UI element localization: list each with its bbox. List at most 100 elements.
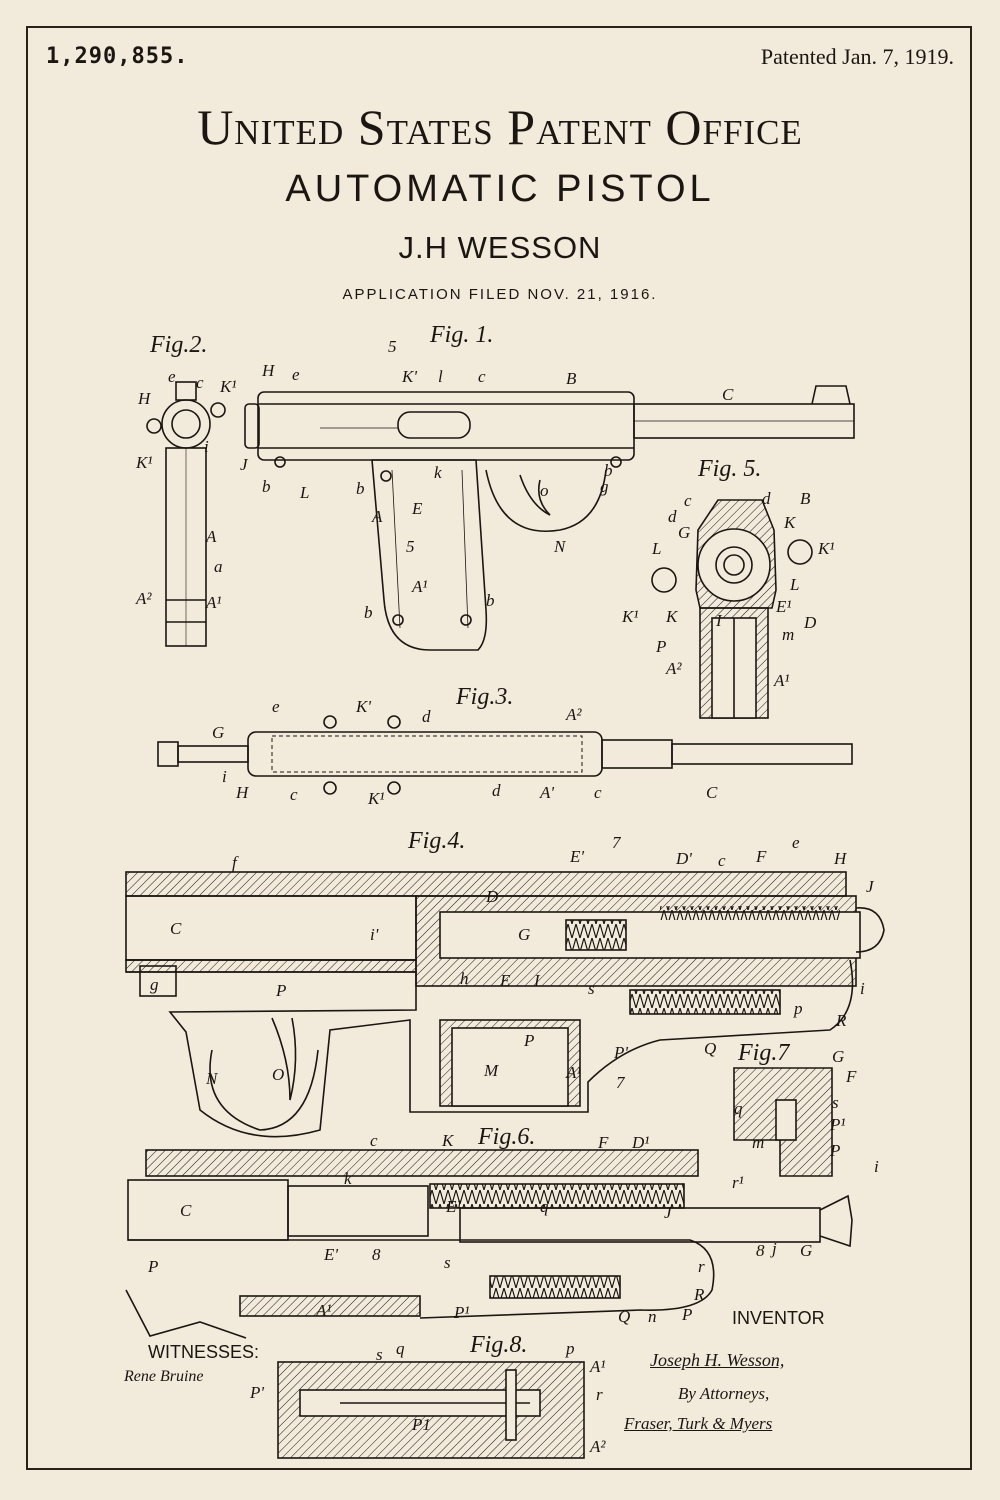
svg-text:p: p [565, 1339, 575, 1358]
svg-text:K: K [665, 607, 679, 626]
svg-text:K¹: K¹ [219, 377, 236, 396]
svg-text:P: P [681, 1305, 692, 1324]
svg-text:c: c [718, 851, 726, 870]
svg-text:B: B [800, 489, 811, 508]
svg-text:E': E' [323, 1245, 338, 1264]
fig8-label: Fig.8. [469, 1332, 527, 1358]
svg-text:P': P' [613, 1043, 628, 1062]
svg-text:k: k [344, 1169, 352, 1188]
svg-text:I: I [715, 611, 723, 630]
svg-text:D': D' [675, 849, 692, 868]
svg-text:g: g [600, 477, 609, 496]
patent-title: AUTOMATIC PISTOL [285, 168, 715, 210]
svg-text:l: l [438, 367, 443, 386]
svg-text:a: a [214, 557, 223, 576]
svg-text:C: C [722, 385, 734, 404]
svg-text:q: q [734, 1099, 743, 1118]
svg-text:o: o [540, 481, 549, 500]
svg-text:K¹: K¹ [367, 789, 384, 808]
svg-text:J: J [664, 1203, 673, 1222]
document-frame [26, 26, 972, 1470]
svg-text:L: L [789, 575, 799, 594]
svg-text:K': K' [355, 697, 371, 716]
svg-text:s: s [376, 1345, 383, 1364]
fig5-label: Fig. 5. [697, 456, 761, 482]
svg-text:b: b [356, 479, 365, 498]
svg-text:F: F [755, 847, 767, 866]
svg-text:i: i [222, 767, 227, 786]
svg-text:c: c [370, 1131, 378, 1150]
svg-text:I: I [533, 971, 541, 990]
inventor-signature: Joseph H. Wesson, [650, 1350, 785, 1370]
svg-text:K': K' [401, 367, 417, 386]
svg-text:c: c [684, 491, 692, 510]
svg-text:i: i [874, 1157, 879, 1176]
svg-text:d: d [762, 489, 771, 508]
svg-text:A¹: A¹ [565, 1063, 581, 1082]
svg-text:A²: A² [665, 659, 682, 678]
patent-number: 1,290,855. [46, 44, 189, 69]
svg-text:A¹: A¹ [205, 593, 221, 612]
svg-text:H: H [261, 361, 276, 380]
svg-text:H: H [137, 389, 152, 408]
svg-text:D: D [803, 613, 817, 632]
svg-text:c: c [478, 367, 486, 386]
svg-text:C: C [180, 1201, 192, 1220]
svg-text:i: i [204, 437, 209, 456]
svg-text:q: q [396, 1339, 405, 1358]
svg-text:8: 8 [372, 1245, 381, 1264]
svg-text:G: G [518, 925, 530, 944]
svg-text:J: J [866, 877, 875, 896]
svg-text:E: E [499, 971, 511, 990]
svg-text:D: D [485, 887, 499, 906]
svg-text:K¹: K¹ [817, 539, 834, 558]
svg-text:H: H [235, 783, 250, 802]
svg-text:P¹: P¹ [829, 1115, 845, 1134]
svg-text:R: R [693, 1285, 705, 1304]
svg-text:r: r [698, 1257, 705, 1276]
svg-text:K: K [783, 513, 797, 532]
fig4-label: Fig.4. [407, 828, 465, 854]
svg-text:b: b [604, 461, 613, 480]
svg-text:G: G [832, 1047, 844, 1066]
svg-text:A²: A² [589, 1437, 606, 1456]
svg-text:J: J [240, 455, 249, 474]
svg-text:j: j [770, 1239, 777, 1258]
svg-text:d: d [422, 707, 431, 726]
svg-text:q: q [540, 1197, 549, 1216]
svg-text:O: O [272, 1065, 284, 1084]
svg-text:e: e [168, 367, 176, 386]
svg-text:M: M [483, 1061, 499, 1080]
svg-text:K¹: K¹ [621, 607, 638, 626]
svg-text:d: d [492, 781, 501, 800]
inventor-name: J.H WESSON [398, 230, 602, 265]
svg-text:P: P [655, 637, 666, 656]
svg-text:N: N [205, 1069, 219, 1088]
svg-text:P: P [523, 1031, 534, 1050]
fig1-label: Fig. 1. [429, 322, 493, 348]
by-attorneys: By Attorneys, [678, 1384, 770, 1403]
svg-text:7: 7 [616, 1073, 626, 1092]
svg-text:m: m [752, 1133, 764, 1152]
fig7-label: Fig.7 [737, 1040, 790, 1066]
svg-text:P: P [147, 1257, 158, 1276]
svg-text:Q: Q [618, 1307, 630, 1326]
svg-text:E¹: E¹ [445, 1197, 461, 1216]
office-heading: United States Patent Office [197, 99, 803, 155]
svg-text:Q: Q [704, 1039, 716, 1058]
svg-text:s: s [444, 1253, 451, 1272]
svg-text:8: 8 [756, 1241, 765, 1260]
svg-text:p: p [793, 999, 803, 1018]
svg-text:k: k [434, 463, 442, 482]
svg-text:P¹: P¹ [453, 1303, 469, 1322]
svg-text:A¹: A¹ [589, 1357, 605, 1376]
patented-date: Patented Jan. 7, 1919. [760, 44, 954, 69]
svg-text:K: K [441, 1131, 455, 1150]
svg-text:b: b [364, 603, 373, 622]
svg-text:A²: A² [135, 589, 152, 608]
